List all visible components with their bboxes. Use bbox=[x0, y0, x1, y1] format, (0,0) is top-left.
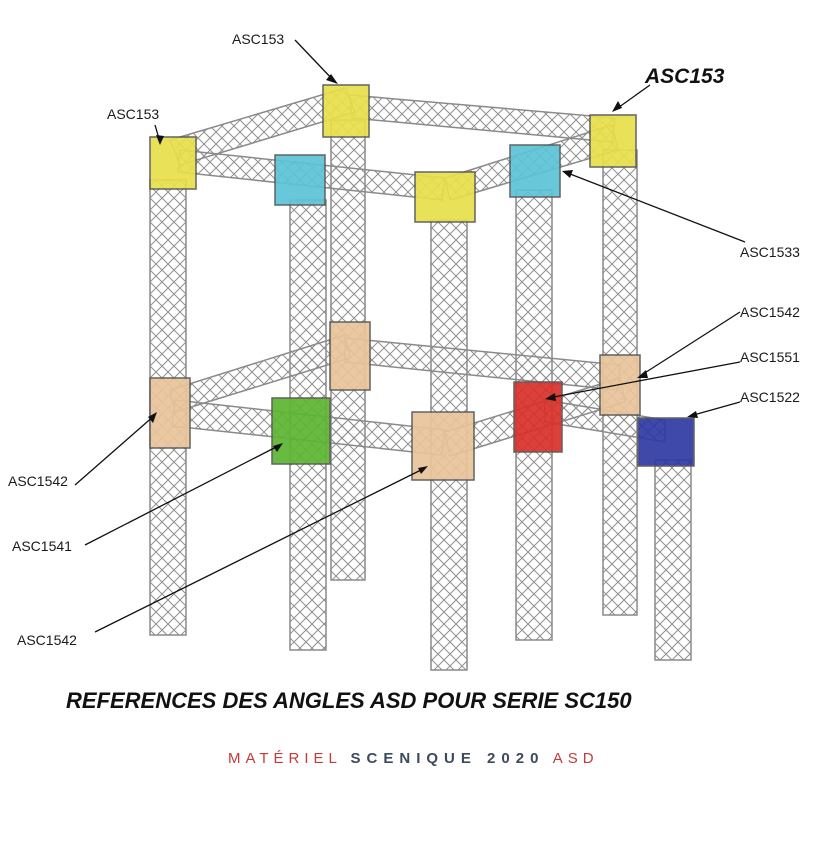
corner-yellow-top-back bbox=[322, 84, 370, 138]
label-asc1533: ASC1533 bbox=[740, 244, 800, 260]
corner-yellow-top-right bbox=[589, 114, 637, 168]
label-asc1542-left-upper: ASC1542 bbox=[8, 473, 68, 489]
reference-labels: ASC153 ASC153 ASC153 ASC1533 ASC1542 ASC… bbox=[8, 31, 800, 648]
label-asc1522: ASC1522 bbox=[740, 389, 800, 405]
corner-cyan-top bbox=[274, 154, 326, 206]
label-asc1542-left-lower: ASC1542 bbox=[17, 632, 77, 648]
corner-red-mid bbox=[513, 381, 563, 453]
arrowheads bbox=[148, 74, 698, 474]
corner-tan-mid-left bbox=[149, 377, 191, 449]
diagram-title: REFERENCES DES ANGLES ASD POUR SERIE SC1… bbox=[66, 688, 632, 713]
leader-lines bbox=[74, 39, 746, 633]
label-top-left: ASC153 bbox=[107, 106, 159, 122]
corner-blocks bbox=[149, 84, 695, 481]
footer-brand: MATÉRIEL SCENIQUE 2020 ASD bbox=[228, 750, 599, 767]
footer-part-1: MATÉRIEL bbox=[228, 750, 342, 767]
corner-tan-mid-back bbox=[329, 321, 371, 391]
corner-blue-extension bbox=[637, 417, 695, 467]
label-top-right: ASC153 bbox=[644, 65, 725, 88]
corner-yellow-top-front bbox=[414, 171, 476, 223]
label-asc1551: ASC1551 bbox=[740, 349, 800, 365]
footer-part-3: ASD bbox=[552, 750, 599, 767]
corner-green-mid bbox=[271, 397, 331, 465]
label-asc1542-right: ASC1542 bbox=[740, 304, 800, 320]
tower-extension bbox=[654, 459, 692, 661]
label-top-mid: ASC153 bbox=[232, 31, 284, 47]
corner-cyan-top-right bbox=[509, 144, 561, 198]
label-asc1541: ASC1541 bbox=[12, 538, 72, 554]
corner-yellow-top-left bbox=[149, 136, 197, 190]
footer-part-2: SCENIQUE 2020 bbox=[350, 750, 545, 767]
